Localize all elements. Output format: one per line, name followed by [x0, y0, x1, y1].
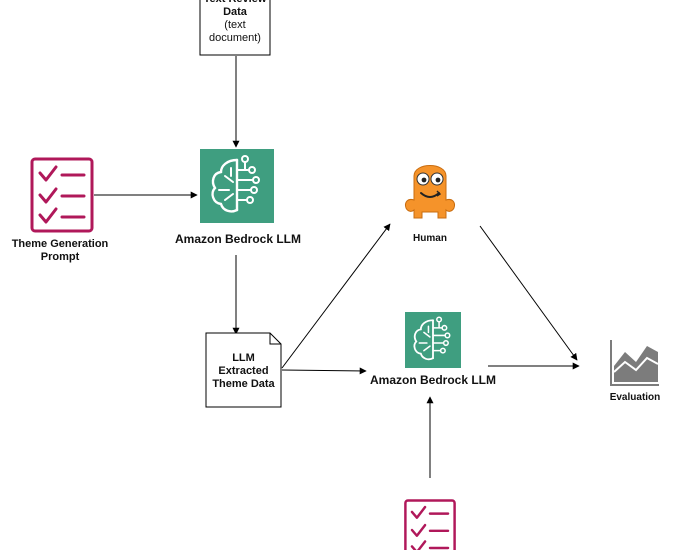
- checklist-icon: [30, 157, 94, 233]
- bedrock-llm-top-label: Amazon Bedrock LLM: [174, 232, 301, 246]
- extracted-line2: Extracted: [218, 365, 269, 377]
- review-document-title: Text Review Data: [204, 0, 267, 18]
- arrow-extracted-to-bedrock-eval: [281, 367, 367, 375]
- human-label: Human: [413, 233, 447, 244]
- review-document-label: Text Review Data (text document): [200, 0, 270, 45]
- document-fold: [269, 333, 281, 345]
- arrow-extracted-to-human: [281, 223, 391, 369]
- extracted-document-shape: [205, 332, 282, 408]
- review-document-subtitle: (text document): [209, 19, 261, 44]
- theme-generation-prompt-label: Theme Generation Prompt: [11, 238, 109, 263]
- bedrock-llm-top: [200, 149, 274, 223]
- extracted-line1: LLM: [232, 352, 255, 364]
- extracted-line3: Theme Data: [212, 378, 275, 390]
- bedrock-llm-evaluator: [405, 312, 461, 368]
- human-mascot-icon: [405, 165, 455, 219]
- chart-icon: [610, 340, 659, 386]
- extracted-document-label: LLM Extracted Theme Data: [206, 352, 281, 391]
- checklist-icon: [404, 499, 456, 550]
- evaluation-label: Evaluation: [609, 392, 661, 403]
- arrow-human-to-evaluation: [479, 225, 578, 361]
- bedrock-llm-evaluator-label: Amazon Bedrock LLM: [369, 373, 496, 387]
- review-document-shape: [199, 0, 271, 56]
